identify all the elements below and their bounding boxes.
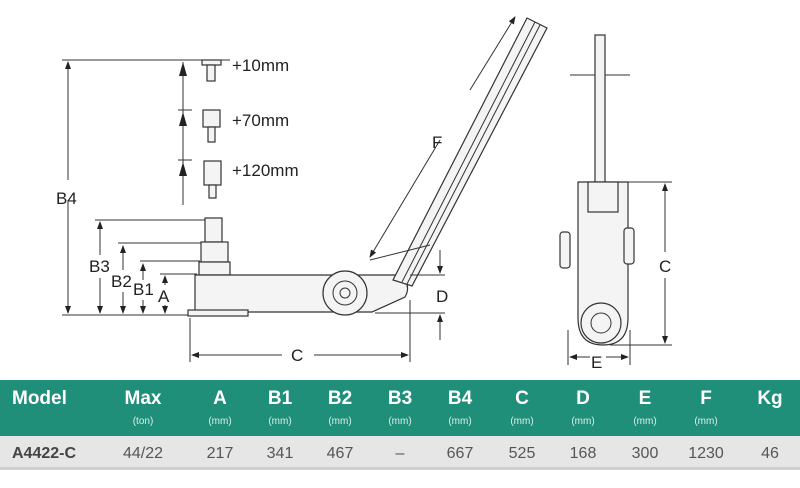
dim-b3-label: B3 — [89, 257, 110, 276]
col-d-unit: (mm) — [571, 416, 595, 427]
col-b2: B2 — [327, 388, 353, 409]
col-b3: B3 — [387, 388, 413, 409]
dim-b1-label: B1 — [133, 280, 154, 299]
col-b3-unit: (mm) — [388, 416, 412, 427]
dim-d-label: D — [436, 287, 448, 306]
cell-c: 525 — [508, 445, 536, 462]
dim-c-label: C — [291, 346, 303, 365]
jack-technical-drawing: B4 B3 B2 B1 A +10mm +70mm +120mm F D C C… — [56, 16, 672, 372]
cell-f: 1230 — [688, 445, 724, 462]
dim-b2-label: B2 — [111, 272, 132, 291]
spec-table: Model Max (ton) A (mm) B1 (mm) B2 (mm) B3 (mm… — [0, 380, 800, 470]
col-b1-unit: (mm) — [268, 416, 292, 427]
cell-d: 168 — [569, 445, 597, 462]
cell-a: 217 — [206, 445, 234, 462]
dim-a-label: A — [158, 287, 170, 306]
col-max: Max — [124, 388, 162, 409]
extension-10mm-label: +10mm — [232, 56, 289, 75]
col-e-unit: (mm) — [633, 416, 657, 427]
col-f-unit: (mm) — [694, 416, 718, 427]
col-c: C — [515, 388, 529, 409]
col-c-unit: (mm) — [510, 416, 534, 427]
col-b1: B1 — [267, 388, 293, 409]
cell-b2: 467 — [326, 445, 354, 462]
extension-120mm-label: +120mm — [232, 161, 299, 180]
cell-b1: 341 — [266, 445, 294, 462]
spec-table-header: Model Max (ton) A (mm) B1 (mm) B2 (mm) B3 (mm… — [0, 380, 800, 436]
col-b4-unit: (mm) — [448, 416, 472, 427]
cell-b3: – — [395, 445, 405, 462]
front-view: C E — [559, 34, 672, 372]
col-model: Model — [12, 388, 67, 409]
col-e: E — [638, 388, 652, 409]
col-d: D — [576, 388, 590, 409]
col-a: A — [213, 388, 227, 409]
extension-70mm-label: +70mm — [232, 111, 289, 130]
col-a-unit: (mm) — [208, 416, 232, 427]
cell-e: 300 — [631, 445, 659, 462]
col-b2-unit: (mm) — [328, 416, 352, 427]
col-b4: B4 — [447, 388, 473, 409]
cell-b4: 667 — [446, 445, 474, 462]
col-f: F — [700, 388, 712, 409]
dim-e-label: E — [591, 353, 602, 372]
dim-c-side-label: C — [659, 257, 671, 276]
dim-b4-label: B4 — [56, 189, 77, 208]
dim-f-label: F — [432, 133, 442, 152]
cell-kg: 46 — [761, 445, 779, 462]
col-kg: Kg — [757, 388, 783, 409]
table-row: A4422-C 44/22 217 341 467 – 667 525 168 … — [0, 436, 800, 470]
cell-max: 44/22 — [122, 445, 164, 462]
side-view: B4 B3 B2 B1 A +10mm +70mm +120mm F D C — [56, 16, 548, 365]
cell-model: A4422-C — [12, 445, 77, 462]
col-max-unit: (ton) — [132, 416, 154, 427]
